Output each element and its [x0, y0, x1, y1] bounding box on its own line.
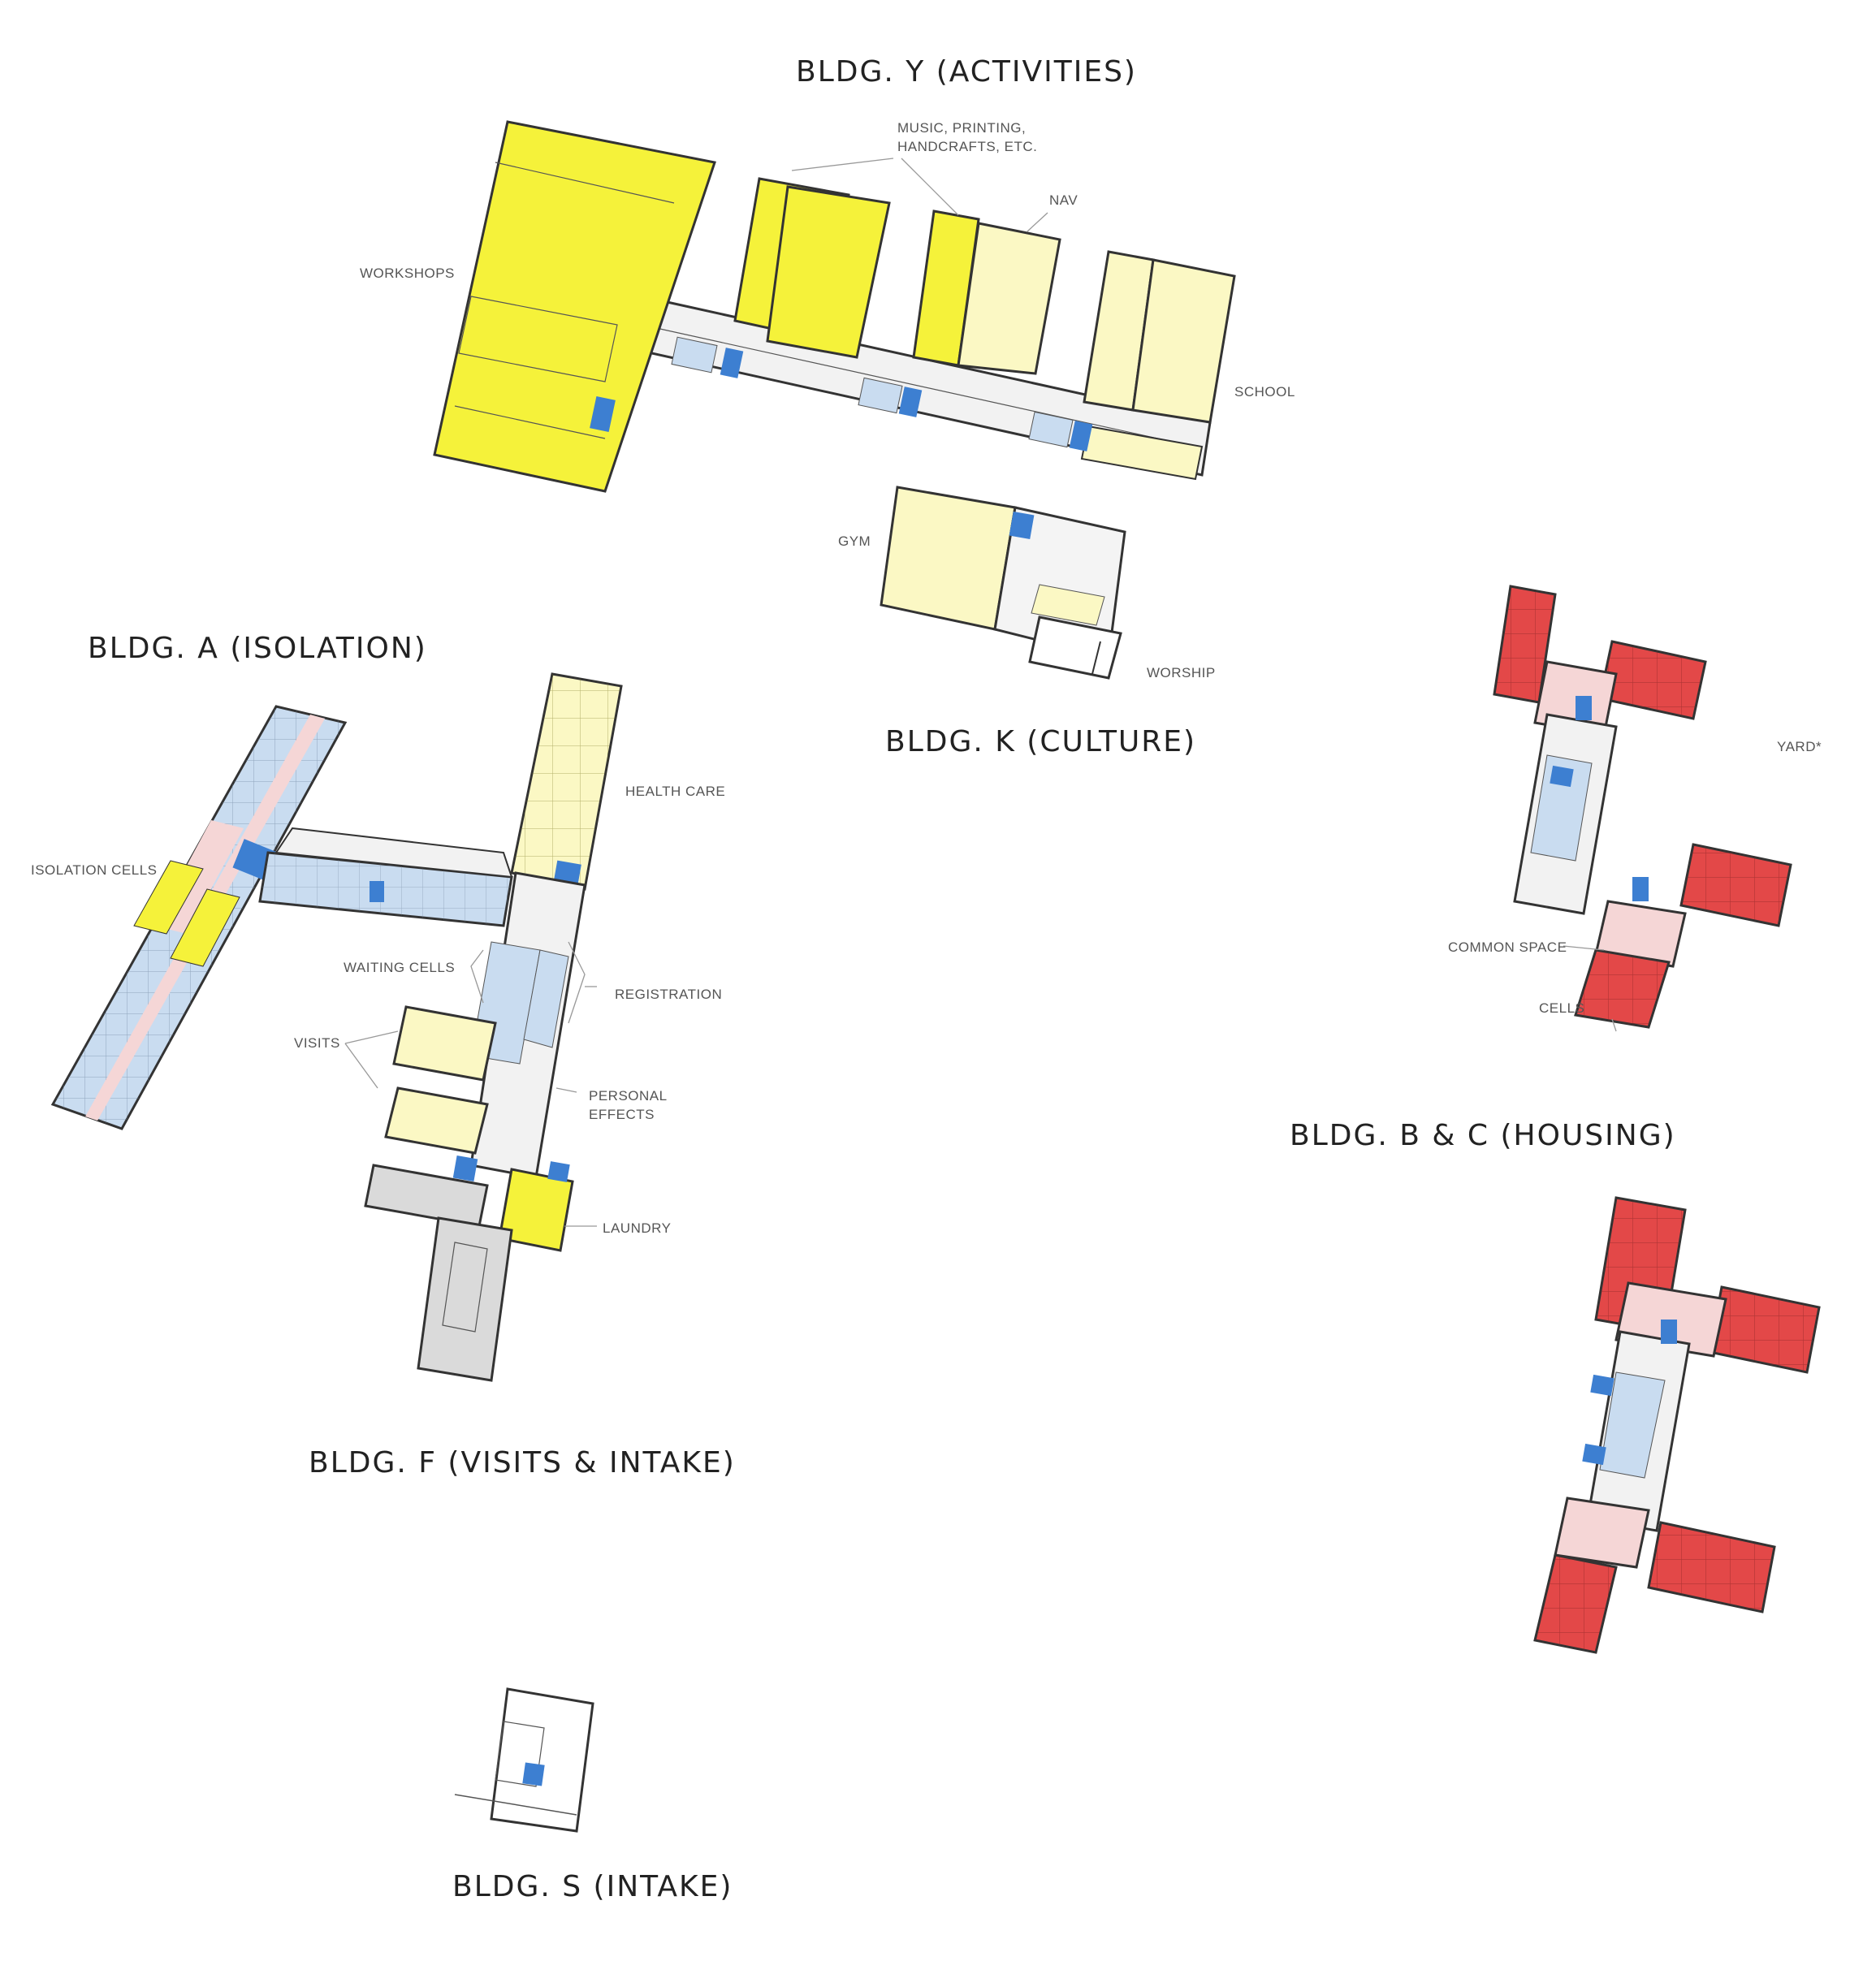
- school-wing: [1131, 258, 1236, 424]
- label-workshops: WORKSHOPS: [360, 266, 455, 281]
- label-health-care: HEALTH CARE: [625, 784, 725, 799]
- label-music-line1: MUSIC, PRINTING,: [897, 120, 1026, 136]
- bldg-y-title: BLDG. Y (ACTIVITIES): [796, 55, 1137, 89]
- bldg-s-plan: [454, 1687, 594, 1833]
- label-cells: CELLS: [1539, 1000, 1584, 1016]
- label-worship: WORSHIP: [1147, 665, 1216, 680]
- visits-wing-1: [392, 1005, 497, 1082]
- nav-wing: [957, 222, 1061, 375]
- label-music-line2: HANDCRAFTS, ETC.: [897, 139, 1037, 154]
- bldg-k-title: BLDG. K (CULTURE): [885, 725, 1196, 758]
- bldg-c-plan: [1533, 1196, 1821, 1654]
- leader-lines: [344, 158, 1617, 1227]
- bldg-s-title: BLDG. S (INTAKE): [452, 1870, 733, 1903]
- label-personal-line1: PERSONAL: [589, 1088, 668, 1104]
- bldg-y-plan: [433, 120, 1236, 493]
- label-nav: NAV: [1049, 192, 1078, 208]
- label-laundry: LAUNDRY: [603, 1220, 671, 1236]
- label-registration: REGISTRATION: [615, 987, 722, 1002]
- bldg-a-title: BLDG. A (ISOLATION): [88, 632, 427, 665]
- label-gym: GYM: [838, 533, 871, 549]
- intake-service: [417, 1216, 513, 1382]
- workshops-stair: [590, 395, 616, 433]
- bldg-b-plan: [1493, 585, 1792, 1029]
- bldg-a-plan: [50, 705, 513, 1130]
- label-common-space: COMMON SPACE: [1448, 939, 1567, 955]
- worship-room: [1028, 616, 1122, 680]
- label-isolation-cells: ISOLATION CELLS: [31, 862, 158, 878]
- bldg-k-plan: [880, 486, 1126, 680]
- label-yard: YARD*: [1777, 739, 1822, 754]
- label-school: SCHOOL: [1234, 384, 1295, 400]
- label-waiting-cells: WAITING CELLS: [344, 960, 455, 975]
- label-personal-line2: EFFECTS: [589, 1107, 655, 1122]
- gym-hall: [880, 486, 1017, 631]
- music-wing-2: [766, 185, 891, 359]
- bldg-f-title: BLDG. F (VISITS & INTAKE): [309, 1446, 736, 1479]
- workshops-block: [433, 120, 716, 493]
- visits-wing-2: [384, 1086, 489, 1155]
- intake-building: [490, 1687, 594, 1833]
- label-visits: VISITS: [294, 1035, 340, 1051]
- bldg-f-plan: [364, 672, 623, 1382]
- bldg-bc-title: BLDG. B & C (HOUSING): [1290, 1119, 1676, 1152]
